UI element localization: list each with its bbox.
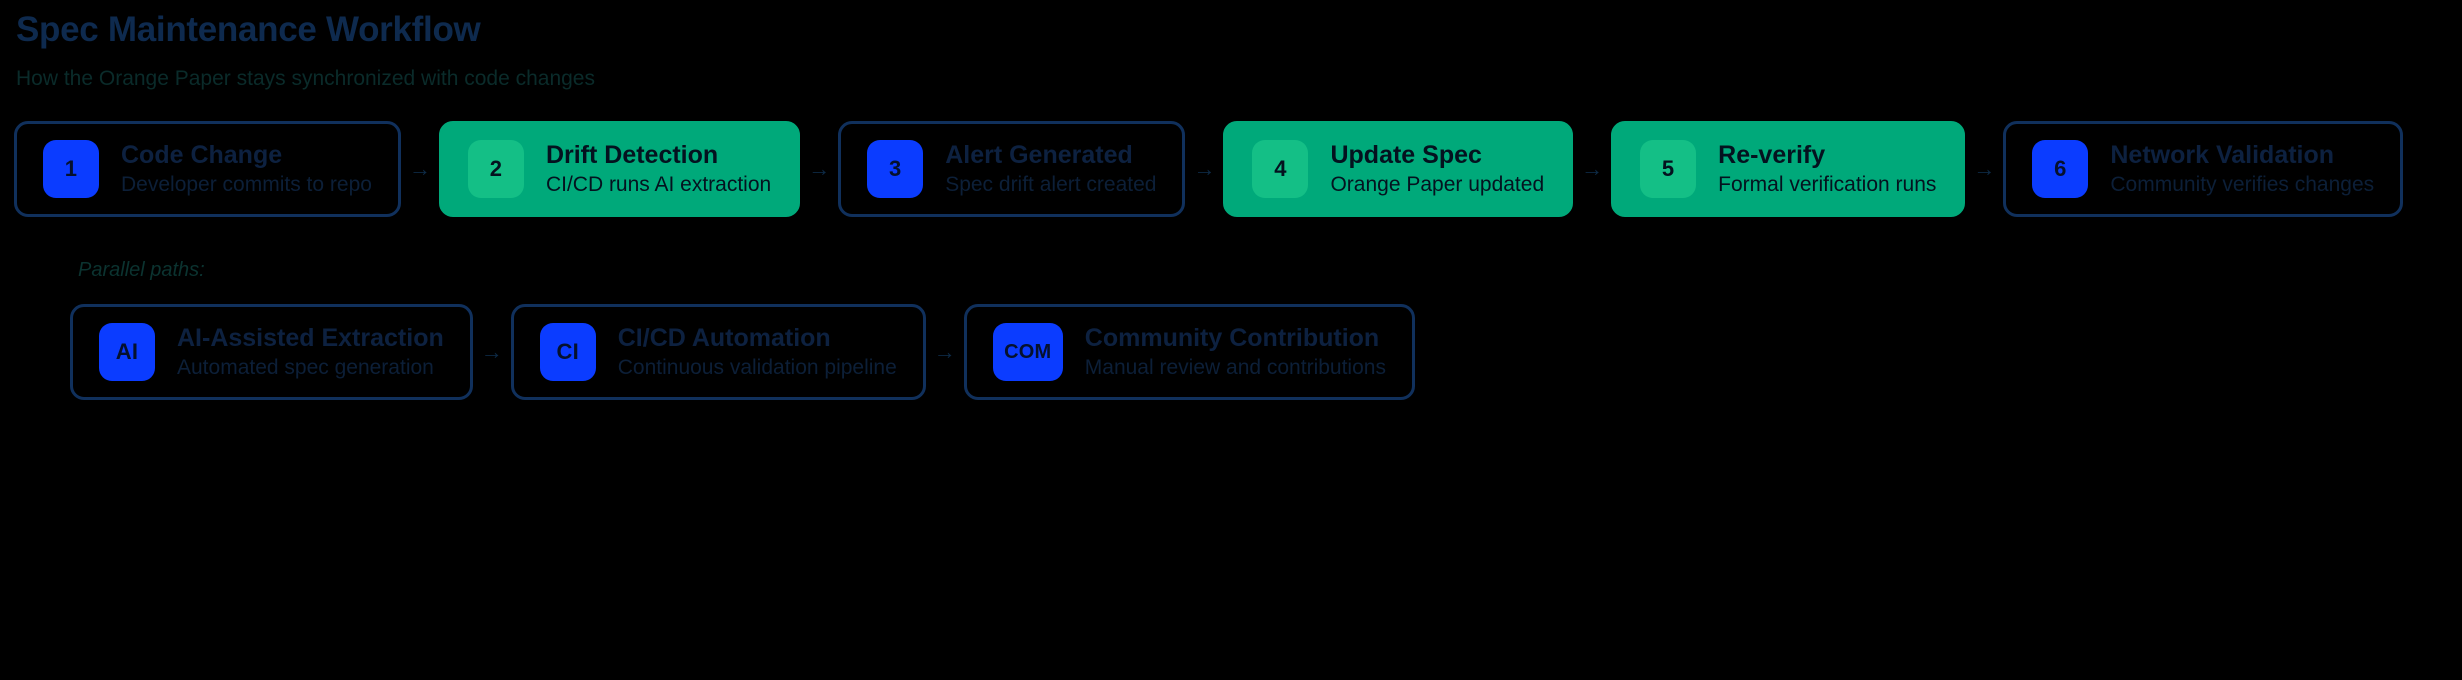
step-number-badge: 4 — [1252, 140, 1309, 199]
step-title: Network Validation — [2110, 141, 2335, 170]
workflow-step-5[interactable]: 5 Re-verify Formal verification runs — [1611, 121, 1966, 218]
step-description: CI/CD runs AI extraction — [545, 173, 772, 197]
arrow-right-icon: → — [1581, 156, 1604, 182]
parallel-badge: CI — [539, 323, 596, 382]
workflow-step-1[interactable]: 1 Code Change Developer commits to repo — [14, 121, 401, 218]
step-title: Alert Generated — [945, 141, 1133, 170]
parallel-path-ai-assisted-extraction[interactable]: AI AI-Assisted Extraction Automated spec… — [70, 304, 473, 401]
step-description: Developer commits to repo — [121, 173, 372, 197]
workflow-step-3[interactable]: 3 Alert Generated Spec drift alert creat… — [838, 121, 1186, 218]
parallel-path-community-contribution[interactable]: COM Community Contribution Manual review… — [963, 304, 1415, 401]
parallel-description: Automated spec generation — [177, 356, 434, 380]
parallel-title: Community Contribution — [1084, 324, 1380, 353]
workflow-step-4[interactable]: 4 Update Spec Orange Paper updated — [1223, 121, 1574, 218]
step-number-badge: 5 — [1640, 140, 1697, 199]
step-title: Update Spec — [1330, 141, 1482, 170]
parallel-text: CI/CD Automation Continuous validation p… — [618, 324, 897, 380]
step-description: Community verifies changes — [2110, 173, 2375, 197]
step-description: Spec drift alert created — [945, 173, 1157, 197]
step-description: Formal verification runs — [1718, 173, 1937, 197]
step-title: Drift Detection — [545, 141, 719, 170]
step-text: Drift Detection CI/CD runs AI extraction — [546, 141, 771, 197]
parallel-badge: AI — [99, 323, 155, 382]
arrow-right-icon: → — [1193, 156, 1216, 182]
workflow-step-6[interactable]: 6 Network Validation Community verifies … — [2003, 121, 2404, 218]
parallel-paths-row: AI AI-Assisted Extraction Automated spec… — [70, 304, 2448, 401]
workflow-steps-flow: 1 Code Change Developer commits to repo … — [14, 121, 2448, 218]
step-text: Update Spec Orange Paper updated — [1330, 141, 1544, 197]
step-text: Re-verify Formal verification runs — [1718, 141, 1936, 197]
parallel-text: Community Contribution Manual review and… — [1085, 324, 1386, 380]
parallel-paths-label: Parallel paths: — [78, 259, 205, 282]
parallel-description: Manual review and contributions — [1084, 356, 1386, 380]
step-number-badge: 3 — [867, 140, 924, 199]
step-number-badge: 2 — [467, 140, 524, 199]
step-title: Re-verify — [1718, 141, 1826, 170]
arrow-right-icon: → — [480, 339, 503, 365]
parallel-path-cicd-automation[interactable]: CI CI/CD Automation Continuous validatio… — [510, 304, 926, 401]
step-number-badge: 1 — [43, 140, 99, 199]
parallel-title: AI-Assisted Extraction — [177, 324, 444, 353]
step-text: Network Validation Community verifies ch… — [2110, 141, 2374, 197]
arrow-right-icon: → — [408, 156, 431, 182]
step-title: Code Change — [121, 141, 283, 170]
page-title: Spec Maintenance Workflow — [16, 10, 481, 49]
workflow-step-2[interactable]: 2 Drift Detection CI/CD runs AI extracti… — [438, 121, 801, 218]
parallel-title: CI/CD Automation — [617, 324, 831, 353]
step-description: Orange Paper updated — [1330, 173, 1545, 197]
step-text: Code Change Developer commits to repo — [121, 141, 372, 197]
arrow-right-icon: → — [1973, 156, 1996, 182]
parallel-badge: COM — [992, 323, 1063, 382]
parallel-description: Continuous validation pipeline — [617, 356, 897, 380]
step-number-badge: 6 — [2032, 140, 2089, 199]
step-text: Alert Generated Spec drift alert created — [945, 141, 1156, 197]
page-subtitle: How the Orange Paper stays synchronized … — [16, 67, 595, 91]
parallel-text: AI-Assisted Extraction Automated spec ge… — [177, 324, 444, 380]
arrow-right-icon: → — [808, 156, 831, 182]
arrow-right-icon: → — [933, 339, 956, 365]
